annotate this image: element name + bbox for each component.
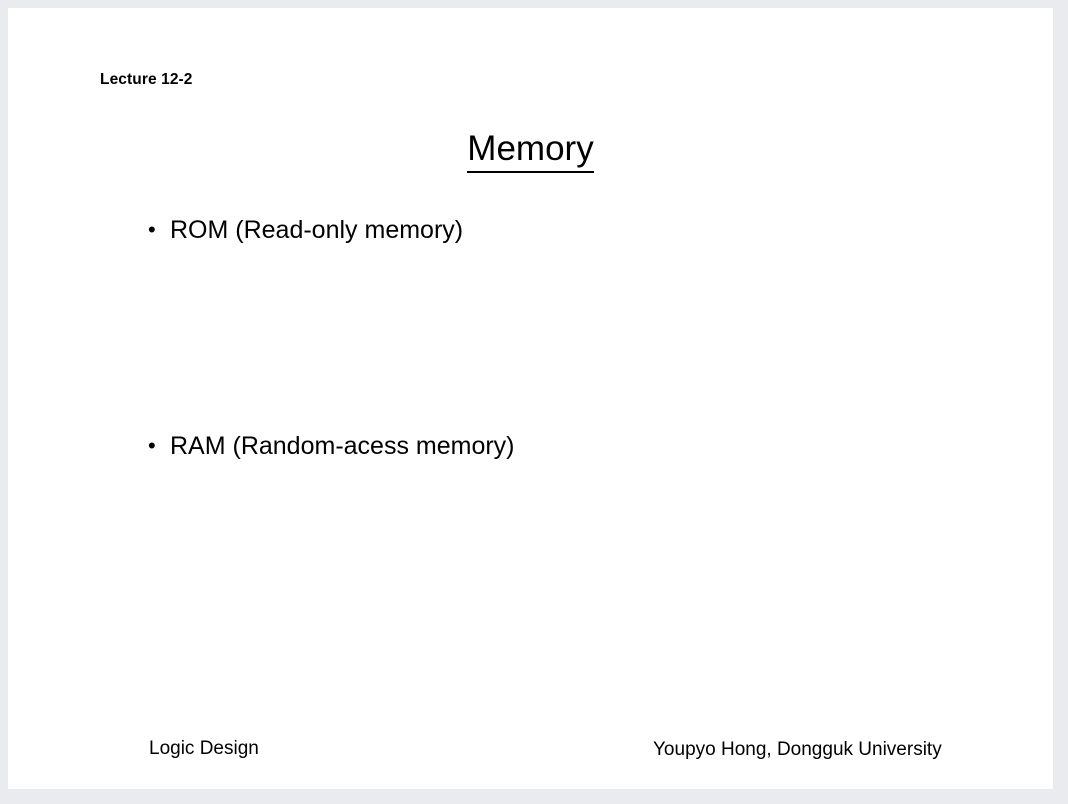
bullet-point-icon: • [148, 433, 156, 458]
footer-author: Youpyo Hong, Dongguk University [653, 739, 942, 760]
lecture-label: Lecture 12-2 [100, 71, 193, 88]
footer-course-name: Logic Design [149, 738, 259, 759]
bullet-list: • ROM (Read-only memory) • RAM (Random-a… [8, 8, 1053, 789]
list-item: • ROM (Read-only memory) [148, 214, 463, 246]
slide-canvas: Lecture 12-2 Memory • ROM (Read-only mem… [8, 8, 1053, 789]
list-item-label: RAM (Random-acess memory) [170, 432, 515, 460]
page-title: Memory [8, 128, 1053, 173]
page-title-text: Memory [467, 128, 594, 173]
bullet-point-icon: • [148, 217, 156, 242]
list-item-label: ROM (Read-only memory) [170, 216, 464, 244]
list-item: • RAM (Random-acess memory) [148, 430, 515, 462]
